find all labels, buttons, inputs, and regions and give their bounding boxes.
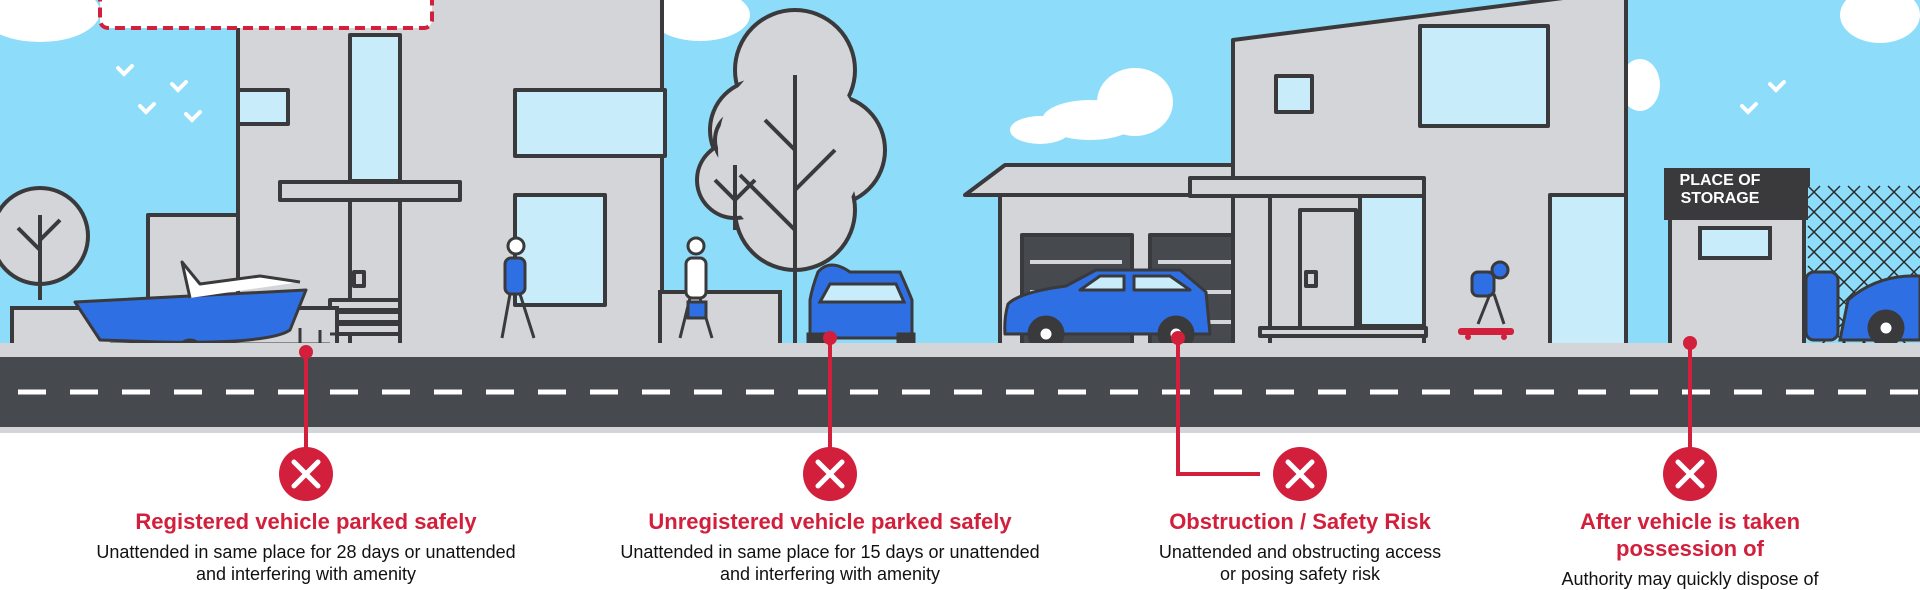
tree-middle [695,8,887,345]
card-desc-line: and interfering with amenity [719,564,941,584]
storage-sign-line1: PLACE OF [1679,172,1761,189]
stored-cars [1804,270,1920,347]
card-obstruction: Obstruction / Safety Risk Unattended and… [1100,508,1500,585]
card-desc-line: Unattended in same place for 15 days or … [620,542,1040,562]
pedestrian [500,236,714,339]
card-desc-line: Unattended in same place for 28 days or … [96,542,516,562]
card-title-line: After vehicle is taken [1579,509,1801,534]
x-icon [279,447,333,501]
tree-left [0,186,90,300]
card-desc-line: and interfering with amenity [195,564,417,584]
storage-sign: PLACE OF STORAGE [1668,172,1772,208]
card-title: Obstruction / Safety Risk [1169,509,1431,534]
birds [116,64,1786,123]
connector-lines [304,338,1692,476]
skateboarder [1458,260,1514,340]
card-title: Registered vehicle parked safely [135,509,477,534]
storage-building [1664,168,1810,347]
card-desc-line: or posing safety risk [1219,564,1381,584]
parked-car-front [806,263,916,350]
card-desc-line: Authority may quickly dispose of [1561,569,1819,589]
card-title-line: possession of [1616,536,1764,561]
card-unregistered-vehicle: Unregistered vehicle parked safely Unatt… [570,508,1090,585]
storage-sign-line2: STORAGE [1680,190,1760,207]
x-icon [1273,447,1327,501]
road-edge [0,427,1920,433]
x-icon [803,447,857,501]
kerb [0,343,1920,357]
anchor-dot [299,331,1697,359]
x-icon [1663,447,1717,501]
card-after-possession: After vehicle is taken possession of Aut… [1500,508,1880,590]
card-registered-vehicle: Registered vehicle parked safely Unatten… [40,508,572,585]
low-wall [658,290,782,347]
frame-box [98,0,434,30]
card-desc-line: Unattended and obstructing access [1158,542,1442,562]
cloud [0,0,1920,144]
card-title: Unregistered vehicle parked safely [648,509,1012,534]
